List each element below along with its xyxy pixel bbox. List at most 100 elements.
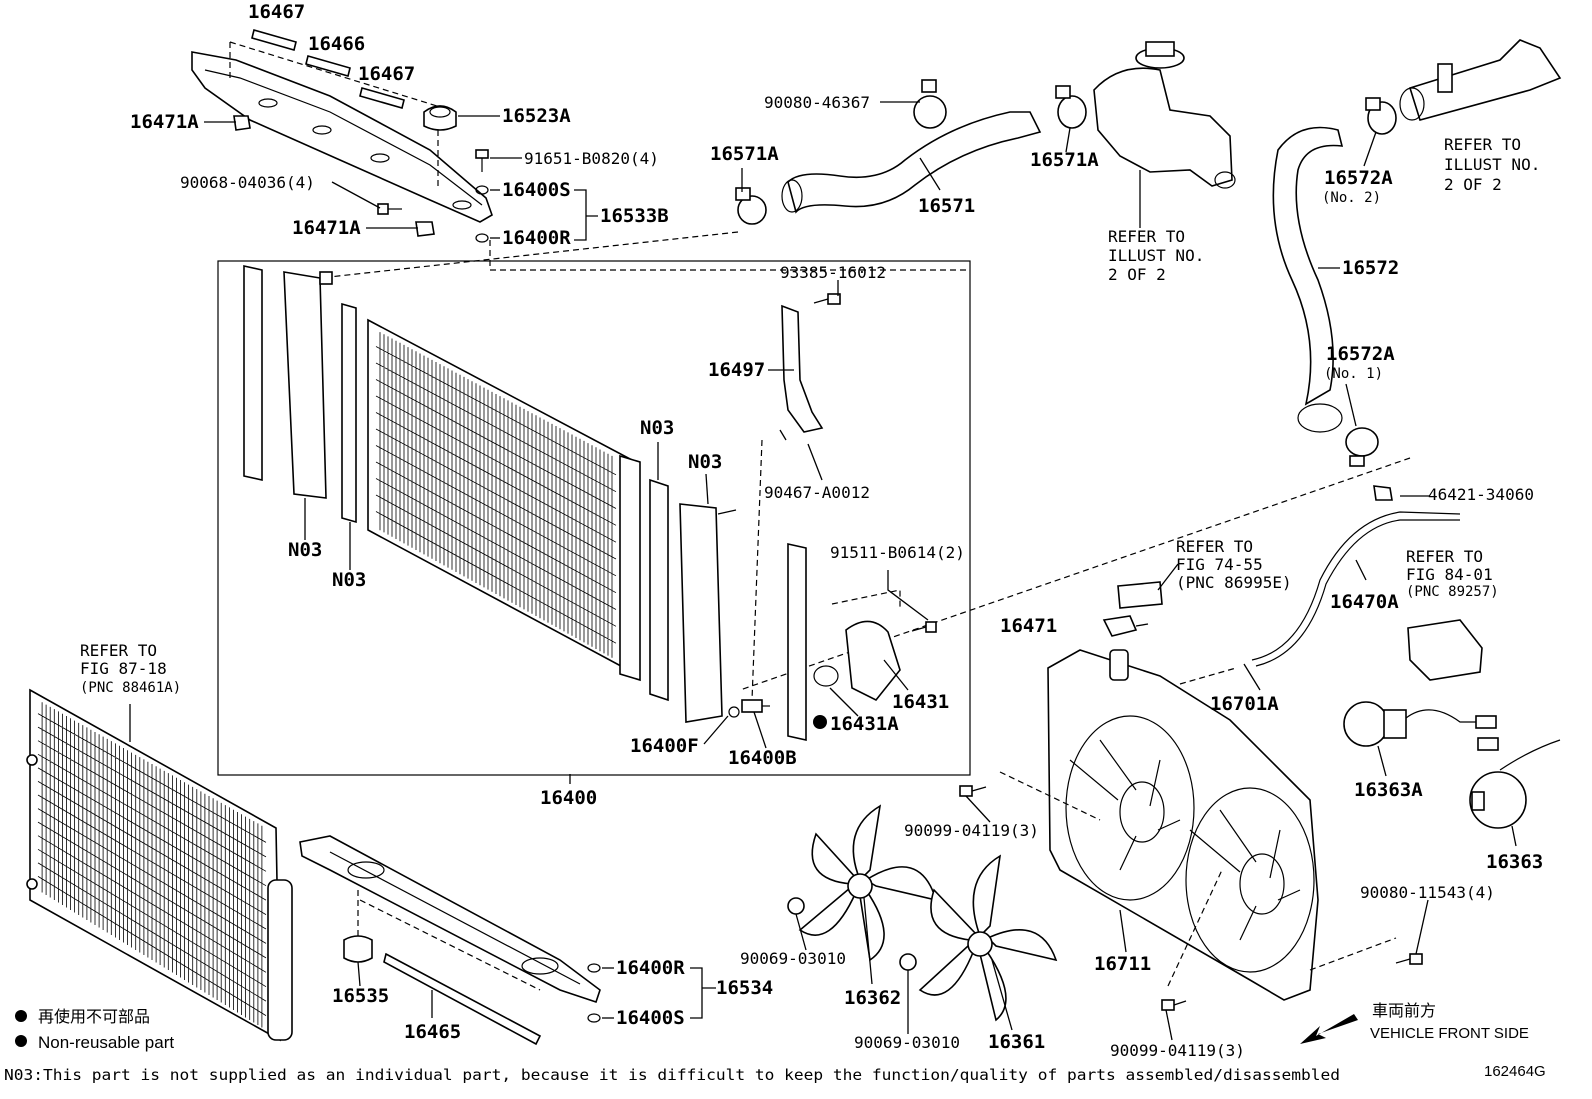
label-16400R-bot: 16400R: [616, 957, 685, 979]
label-16467-b: 16467: [358, 63, 415, 85]
refer-illust-2of2-b-line3: 2 OF 2: [1444, 175, 1502, 194]
bolt-90080-11543: [1395, 953, 1423, 965]
refer-fig-87-18-line2: FIG 87-18: [80, 659, 167, 678]
cap-16471: [1102, 615, 1138, 637]
bolt-90099-a: [959, 785, 987, 797]
fan-motor-16363: [1469, 737, 1561, 829]
refer-illust-2of2-a-line3: 2 OF 2: [1108, 265, 1166, 284]
label-16701A: 16701A: [1210, 693, 1279, 715]
label-90069-b: 90069-03010: [854, 1033, 960, 1052]
label-16361: 16361: [988, 1031, 1045, 1053]
leader-dash-90099-a: [999, 771, 1101, 821]
label-16400R-top: 16400R: [502, 227, 571, 249]
refer-illust-2of2-b-line2: ILLUST NO.: [1444, 155, 1540, 174]
fan-16361: [918, 854, 1058, 1022]
radiator-seal-left: [243, 265, 263, 481]
label-90069-a: 90069-03010: [740, 949, 846, 968]
clamp-16572A-no1: [1345, 427, 1379, 467]
radiator-core: [367, 318, 641, 682]
lower-hose-16572: [1272, 126, 1344, 433]
label-n03-d: N03: [332, 569, 366, 591]
label-16471: 16471: [1000, 615, 1057, 637]
label-93385: 93385-16012: [780, 263, 886, 282]
upper-radiator-support-16533B: [191, 41, 493, 223]
label-no1: (No. 1): [1324, 366, 1383, 382]
spacer-16400S-top: [475, 185, 489, 195]
refer-fig-87-18-line1: REFER TO: [80, 641, 157, 660]
bracket-16497: [779, 304, 824, 441]
label-16571A-left: 16571A: [710, 143, 779, 165]
label-n03-c: N03: [288, 539, 322, 561]
outlet-pipe-right: [1399, 39, 1562, 121]
refer-fig-84-01-line3: (PNC 89257): [1406, 584, 1499, 600]
leader-dash-90099-b: [1167, 869, 1223, 987]
condenser-refer-fig-87-18: [26, 688, 293, 1042]
cushion-16523A: [423, 105, 457, 131]
label-16400B: 16400B: [728, 747, 797, 769]
clip-16471A-top: [233, 115, 251, 131]
refer-fig-74-55-line2: FIG 74-55: [1176, 555, 1263, 574]
grommet-16400R-top: [475, 233, 489, 243]
direction-jp: 車両前方: [1372, 1002, 1436, 1020]
leader-dash-16533B: [489, 240, 970, 271]
footnote: N03:This part is not supplied as an indi…: [4, 1066, 1340, 1084]
nut-90069-b: [899, 953, 917, 971]
label-90467: 90467-A0012: [764, 483, 870, 502]
grommet-16400R-bot: [587, 963, 601, 973]
leader-dash-16534: [359, 899, 541, 991]
label-16431A: 16431A: [830, 713, 899, 735]
label-n03-b: N03: [688, 451, 722, 473]
cushion-16535: [343, 935, 373, 963]
water-outlet-assembly: [1093, 41, 1236, 189]
nut-90069-a: [787, 897, 805, 915]
label-16467-a: 16467: [248, 1, 305, 23]
legend: 再使用不可部品 Non-reusable part: [15, 1008, 174, 1052]
leader-dash-16497: [751, 439, 763, 701]
label-90068: 90068-04036(4): [180, 173, 315, 192]
legend-jp: 再使用不可部品: [38, 1008, 150, 1026]
radiator-assembly-frame: [217, 260, 971, 776]
water-inlet-16431: [813, 620, 901, 702]
label-16362: 16362: [844, 987, 901, 1009]
label-90099-b: 90099-04119(3): [1110, 1041, 1245, 1060]
fan-motor-16363A: [1343, 701, 1497, 747]
spacer-16400S-bot: [587, 1013, 601, 1023]
label-16471A-top: 16471A: [130, 111, 199, 133]
leader-dash-16701A: [1179, 667, 1237, 685]
label-16466: 16466: [308, 33, 365, 55]
label-16431: 16431: [892, 691, 949, 713]
refer-fig-74-55-line1: REFER TO: [1176, 537, 1253, 556]
bolt-93385: [813, 293, 841, 305]
refer-illust-2of2-b-line1: REFER TO: [1444, 135, 1521, 154]
fan-shroud-16711: [1047, 649, 1319, 1001]
legend-dot-jp: [15, 1010, 27, 1022]
gasket-right-N03: [649, 478, 669, 702]
radiator-tank-left-N03: [283, 271, 333, 499]
non-reusable-dot-16431A: [813, 715, 827, 729]
radiator-gasket-N03: [341, 302, 357, 524]
label-16465: 16465: [404, 1021, 461, 1043]
fitting-46421: [1373, 485, 1393, 501]
refer-illust-2of2-a-line2: ILLUST NO.: [1108, 246, 1204, 265]
radiator-seal-right: [787, 543, 807, 741]
refer-illust-2of2-a-line1: REFER TO: [1108, 227, 1185, 246]
label-16572A-no1: 16572A: [1326, 343, 1395, 365]
label-16534: 16534: [716, 977, 773, 999]
label-16363: 16363: [1486, 851, 1543, 873]
label-n03-a: N03: [640, 417, 674, 439]
bolt-91511: [911, 621, 937, 633]
refer-fig-84-01-line2: FIG 84-01: [1406, 565, 1493, 584]
label-91511: 91511-B0614(2): [830, 543, 965, 562]
label-16535: 16535: [332, 985, 389, 1007]
label-16363A: 16363A: [1354, 779, 1423, 801]
label-16471A-mid: 16471A: [292, 217, 361, 239]
rubber-strip-16465: [383, 952, 542, 1046]
rubber-strip-16467-b: [359, 87, 405, 109]
label-16400: 16400: [540, 787, 597, 809]
oring-16400F: [728, 706, 740, 718]
label-91651: 91651-B0820(4): [524, 149, 659, 168]
rubber-strip-16466: [305, 55, 351, 77]
label-16533B: 16533B: [600, 205, 669, 227]
label-46421: 46421-34060: [1428, 485, 1534, 504]
